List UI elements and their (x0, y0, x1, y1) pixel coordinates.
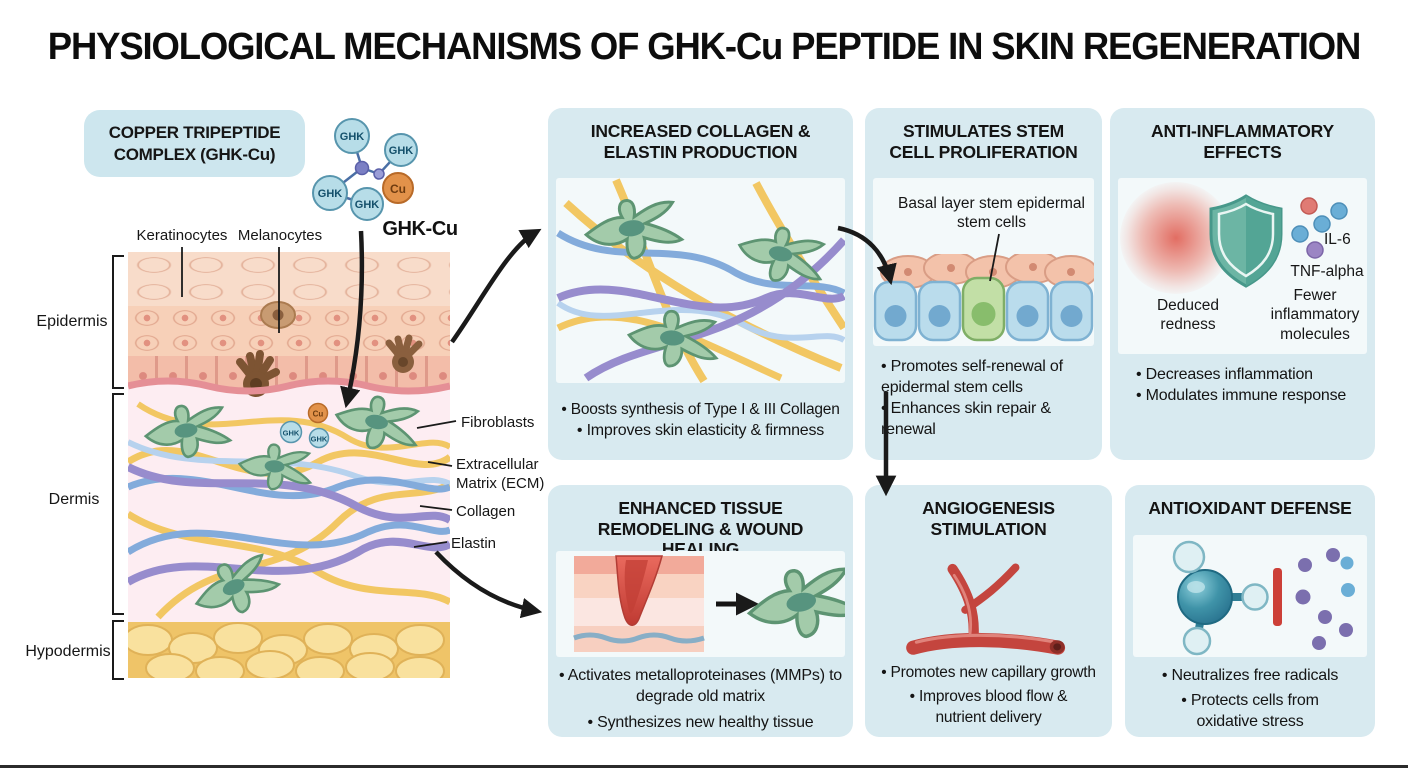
molecule-atoms (1172, 540, 1269, 656)
svg-text:Cu: Cu (390, 182, 406, 196)
melanocyte-cell (260, 301, 296, 329)
hypodermis-label: Hypodermis (25, 643, 111, 660)
bullet-item: Protects cells from oxidative stress (1165, 690, 1335, 732)
panel-stem-cells: STIMULATES STEM CELL PROLIFERATION Basal… (865, 108, 1102, 460)
cytokine-dots (1291, 197, 1348, 259)
panel-illustration: Basal layer stem epidermal stem cells (873, 178, 1094, 346)
page-title: PHYSIOLOGICAL MECHANISMS OF GHK-Cu PEPTI… (47, 26, 1362, 68)
dermis-label: Dermis (48, 491, 100, 508)
shield-icon (1209, 194, 1283, 288)
panel-title: ANTIOXIDANT DEFENSE (1148, 498, 1352, 518)
bullet-item: Neutralizes free radicals (1131, 665, 1369, 686)
capillary-illustration (906, 563, 1066, 655)
bottom-border (0, 765, 1408, 768)
epidermis-label: Epidermis (36, 313, 108, 330)
panel-illustration (1133, 535, 1367, 657)
panel-anti-inflammatory: ANTI-INFLAMMATORY EFFECTS IL-6 TNF-alpha… (1110, 108, 1375, 460)
copper-complex-label-box: COPPER TRIPEPTIDE COMPLEX (GHK-Cu) (84, 110, 305, 177)
cu-node: Cu (382, 172, 414, 204)
antioxidant-molecule-illustration (1172, 540, 1355, 656)
free-radical-dots (1295, 548, 1355, 650)
panel-bullets: Neutralizes free radicals Protects cells… (1131, 665, 1369, 732)
bullet-item: Modulates immune response (1136, 385, 1369, 406)
redness-caption: Deduced redness (1156, 297, 1220, 334)
ghk-node: GHK (334, 118, 370, 154)
panel-illustration: IL-6 TNF-alpha Deduced redness Fewer inf… (1118, 178, 1367, 354)
svg-text:GHK: GHK (283, 429, 300, 438)
melanocytes-label: Melanocytes (237, 227, 323, 244)
panel-antioxidant: ANTIOXIDANT DEFENSE (1125, 485, 1375, 737)
dendritic-melanocyte (385, 334, 423, 373)
copper-complex-label: COPPER TRIPEPTIDE COMPLEX (GHK-Cu) (108, 123, 281, 164)
bullet-item: Promotes new capillary growth (871, 663, 1106, 683)
panel-angiogenesis: ANGIOGENESIS STIMULATION Promotes new ca… (865, 485, 1112, 737)
panel-bullets: Promotes new capillary growth Improves b… (871, 663, 1106, 728)
keratinocytes-label: Keratinocytes (136, 227, 228, 244)
svg-text:GHK: GHK (389, 145, 414, 157)
elastin-label: Elastin (451, 535, 497, 552)
svg-text:GHK: GHK (355, 199, 380, 211)
pointer-lines (181, 233, 1000, 548)
svg-text:Cu: Cu (313, 410, 324, 419)
arrow-skin-to-collagen-box (450, 228, 542, 344)
panel-tissue-remodeling: ENHANCED TISSUE REMODELING & WOUND HEALI… (548, 485, 853, 737)
bullet-item: Decreases inflammation (1136, 364, 1369, 385)
fewer-molecules-caption: Fewer inflammatory molecules (1270, 287, 1360, 343)
skin-cross-section: Cu GHK GHK (128, 252, 450, 678)
wound-cross-section (573, 555, 705, 652)
bullet-item: Improves skin elasticity & firmness (554, 420, 847, 441)
bullet-item: Enhances skin repair & renewal (881, 398, 1051, 440)
cu-particle: Cu (307, 402, 329, 424)
panel-title: INCREASED COLLAGEN & ELASTIN PRODUCTION (590, 121, 811, 162)
linker-dot (354, 160, 370, 176)
layer-brackets (112, 255, 124, 680)
basal-stem-cells (873, 276, 1094, 342)
barrier-bar (1273, 568, 1282, 626)
ghk-node: GHK (312, 175, 348, 211)
ghk-node: GHK (384, 133, 418, 167)
ghk-particle: GHK (308, 427, 330, 449)
collagen-label: Collagen (456, 503, 516, 520)
fat-lobules (128, 622, 445, 678)
bullet-item: Activates metalloproteinases (MMPs) to d… (558, 665, 843, 707)
svg-text:GHK: GHK (340, 131, 365, 143)
arrow-skin-to-remodeling-box (434, 550, 543, 619)
wound-healing-illustration (573, 555, 845, 652)
panel-bullets: Promotes self-renewal of epidermal stem … (881, 356, 1096, 440)
linker-dot (373, 168, 385, 180)
arrow-collagen-to-stem-box (837, 225, 897, 286)
bullet-item: Boosts synthesis of Type I & III Collage… (554, 400, 847, 420)
bullet-item: Improves blood flow & nutrient delivery (894, 687, 1084, 728)
panel-illustration (556, 551, 845, 657)
tnf-label: TNF-alpha (1290, 263, 1364, 280)
ghk-particle: GHK (279, 420, 303, 444)
panel-illustration (556, 178, 845, 383)
panel-collagen-elastin: INCREASED COLLAGEN & ELASTIN PRODUCTION (548, 108, 853, 460)
stem-cell-illustration (873, 254, 1094, 342)
molecule-caption: GHK-Cu (382, 218, 458, 240)
bullet-item: Promotes self-renewal of epidermal stem … (881, 356, 1089, 398)
collagen-elastin-illustration (556, 178, 845, 383)
panel-bullets: Activates metalloproteinases (MMPs) to d… (554, 665, 847, 733)
fibroblasts-label: Fibroblasts (461, 414, 535, 431)
panel-bullets: Decreases inflammation Modulates immune … (1136, 364, 1369, 406)
il6-label: IL-6 (1324, 231, 1351, 248)
svg-text:GHK: GHK (318, 188, 343, 200)
ecm-label: Extracellular Matrix (ECM) (456, 456, 545, 492)
panel-bullets: Boosts synthesis of Type I & III Collage… (554, 400, 847, 442)
flow-arrows (340, 225, 897, 619)
skin-illustration-overlay: Cu GHK GHK (128, 301, 450, 678)
ghk-cu-molecule-diagram: GHK GHK GHK GHK Cu (312, 118, 418, 221)
panel-title: ANTI-INFLAMMATORY EFFECTS (1151, 121, 1334, 162)
ghk-node: GHK (350, 187, 384, 221)
svg-text:GHK: GHK (311, 435, 328, 444)
basal-layer-annotation: Basal layer stem epidermal stem cells (898, 195, 1085, 232)
bullet-item: Synthesizes new healthy tissue (554, 712, 847, 733)
panel-title: STIMULATES STEM CELL PROLIFERATION (889, 121, 1078, 162)
arrow-ghkcu-to-dermis (340, 230, 365, 409)
panel-title: ANGIOGENESIS STIMULATION (922, 498, 1055, 539)
